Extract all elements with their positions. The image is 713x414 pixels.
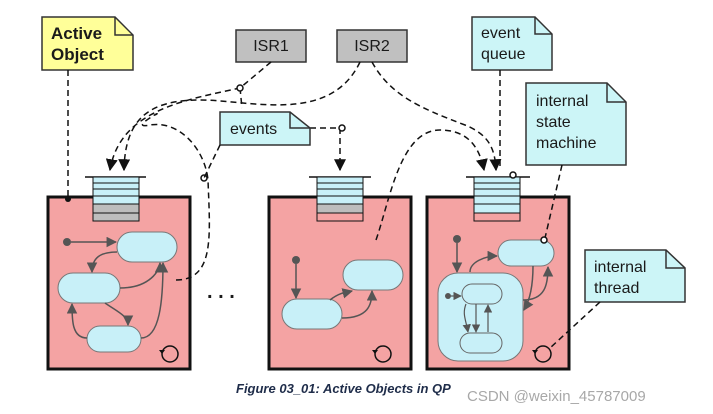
state-machine-1 — [57, 231, 179, 363]
note-events: events — [203, 111, 311, 179]
watermark: CSDN @weixin_45787009 — [467, 388, 646, 405]
figure-caption: Figure 03_01: Active Objects in QP — [236, 381, 451, 396]
state-machine-2 — [281, 256, 404, 363]
note-internal-sm-line2: state — [536, 114, 571, 131]
event-queue-1 — [85, 176, 146, 222]
note-active-object: Active Object — [41, 16, 134, 197]
note-internal-sm-line1: internal — [536, 93, 588, 110]
state-machine-3 — [437, 235, 555, 363]
event-queue-3 — [466, 176, 530, 222]
note-internal-thread-line1: internal — [594, 259, 646, 276]
isr1-label: ISR1 — [253, 38, 289, 55]
note-active-object-line2: Object — [51, 45, 104, 64]
note-internal-sm-line3: machine — [536, 135, 597, 152]
note-events-label: events — [230, 121, 277, 138]
note-internal-thread-line2: thread — [594, 280, 639, 297]
note-event-queue: event queue — [471, 16, 553, 179]
isr1-box: ISR1 — [235, 29, 307, 63]
note-internal-state-machine: internal state machine — [525, 82, 627, 244]
event-queue-2 — [309, 176, 371, 222]
note-internal-thread: internal thread — [549, 249, 686, 349]
note-event-queue-line1: event — [481, 25, 521, 42]
isr2-label: ISR2 — [354, 38, 390, 55]
ellipsis: . . . — [207, 281, 235, 303]
note-event-queue-line2: queue — [481, 46, 526, 63]
note-active-object-line1: Active — [51, 24, 102, 43]
isr2-box: ISR2 — [336, 29, 408, 63]
